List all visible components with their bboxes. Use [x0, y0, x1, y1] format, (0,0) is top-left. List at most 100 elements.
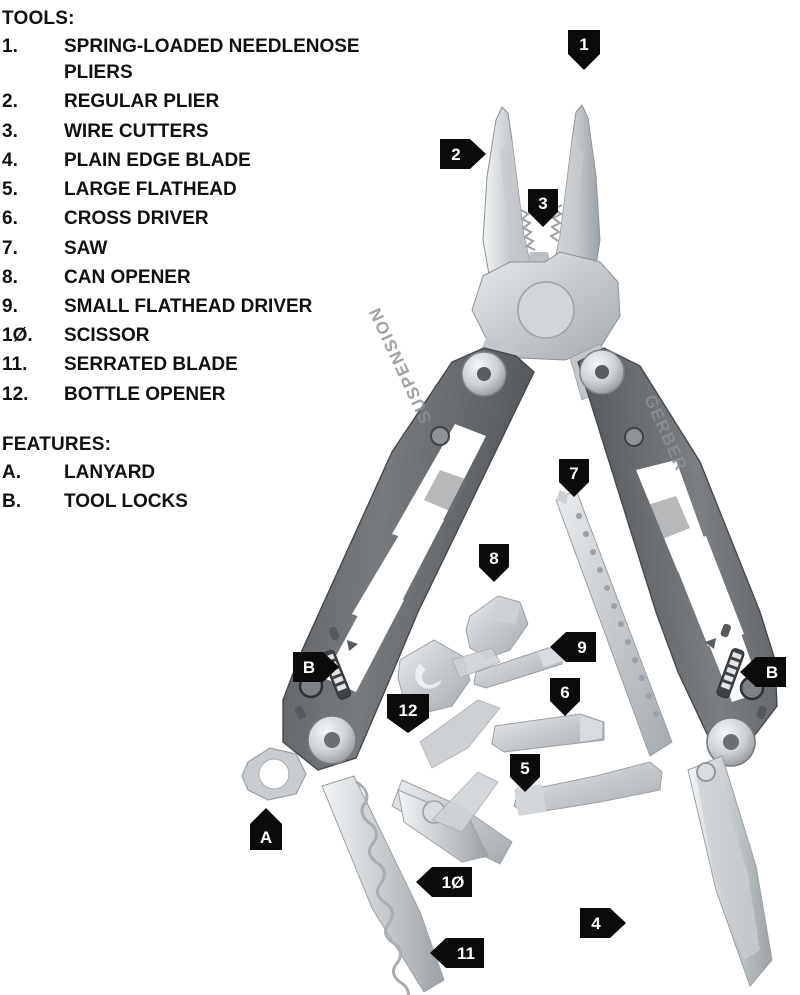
- tool-tangs: [419, 647, 501, 833]
- tool-label: SCISSOR: [64, 325, 150, 347]
- list-item: 1Ø. SCISSOR: [2, 323, 420, 349]
- tool-large-flathead: [513, 761, 663, 816]
- tool-label: PLAIN EDGE BLADE: [64, 149, 251, 171]
- handle-right-screw-top-socket: [595, 365, 609, 379]
- tool-lock-right[interactable]: [716, 647, 745, 699]
- tool-number: 1.: [2, 36, 18, 57]
- callout-8: 8: [479, 544, 509, 582]
- list-item: 7. SAW: [2, 236, 420, 262]
- tool-label: SAW: [64, 237, 108, 259]
- tool-label: SMALL FLATHEAD DRIVER: [64, 295, 313, 317]
- plier-jaw-left-inner: [500, 140, 536, 300]
- tool-label: WIRE CUTTERS: [64, 120, 209, 142]
- list-item: 1. SPRING-LOADED NEEDLENOSE PLIERS: [2, 34, 420, 86]
- handle-right: GERBER: [577, 347, 778, 767]
- tool-label: SPRING-LOADED NEEDLENOSE PLIERS: [64, 36, 360, 84]
- callout-6-label: 6: [560, 683, 569, 702]
- callout-8-label: 8: [489, 549, 498, 568]
- list-item: 11. SERRATED BLADE: [2, 352, 420, 378]
- tools-list: 1. SPRING-LOADED NEEDLENOSE PLIERS 2. RE…: [0, 34, 420, 408]
- callout-5: 5: [510, 754, 540, 792]
- feature-letter: A.: [2, 461, 21, 483]
- callout-12-label: 12: [399, 701, 418, 720]
- tool-saw: [555, 489, 673, 757]
- callout-10-label: 1Ø: [442, 873, 465, 892]
- tool-number: 2.: [2, 91, 18, 113]
- feature-label: TOOL LOCKS: [64, 491, 188, 513]
- handle-left-cutout-3: [324, 586, 404, 692]
- callout-3: 3: [528, 189, 558, 227]
- tools-heading: TOOLS:: [2, 8, 75, 29]
- blade-thumb-stud: [696, 762, 716, 782]
- tool-label: BOTTLE OPENER: [64, 383, 226, 405]
- plier-serration-left: [520, 209, 536, 251]
- tool-number: 1Ø.: [2, 325, 33, 347]
- plier-pivot: [517, 281, 575, 339]
- callout-B-left: B: [293, 652, 339, 682]
- list-item: 12. BOTTLE OPENER: [2, 382, 420, 408]
- handle-left-lock-arrow: [347, 640, 358, 651]
- callout-2: 2: [440, 139, 486, 169]
- handle-right-screw-bottom-socket: [723, 734, 739, 750]
- tool-cross-driver: [491, 713, 605, 753]
- callout-10: 1Ø: [416, 867, 472, 897]
- features-heading: FEATURES:: [2, 433, 112, 455]
- tool-number: 4.: [2, 149, 18, 171]
- callout-B-right-label: B: [766, 663, 778, 682]
- tool-label: CROSS DRIVER: [64, 208, 209, 230]
- tool-can-opener: [465, 595, 529, 659]
- tool-serrated-blade: [321, 775, 445, 995]
- callout-7-label: 7: [569, 464, 578, 483]
- callout-3-label: 3: [538, 194, 547, 213]
- tool-number: 12.: [2, 383, 29, 405]
- feature-label: LANYARD: [64, 461, 156, 483]
- list-item: A. LANYARD: [2, 460, 420, 486]
- handle-left-screw-bottom-socket: [324, 732, 340, 748]
- tool-number: 6.: [2, 208, 18, 230]
- handle-left-screw-top-socket: [477, 367, 491, 381]
- list-item: 3. WIRE CUTTERS: [2, 119, 420, 145]
- callout-2-label: 2: [451, 145, 460, 164]
- model-name-text: SUSPENSION: [365, 304, 436, 427]
- handle-left-screw-small: [430, 426, 450, 446]
- tool-number: 9.: [2, 295, 18, 317]
- list-item: 4. PLAIN EDGE BLADE: [2, 148, 420, 174]
- list-item: 5. LARGE FLATHEAD: [2, 177, 420, 203]
- legend-panel: TOOLS: 1. SPRING-LOADED NEEDLENOSE PLIER…: [0, 0, 420, 518]
- lanyard-ring: [241, 747, 307, 801]
- list-item: 6. CROSS DRIVER: [2, 206, 420, 232]
- callout-6: 6: [550, 678, 580, 716]
- callout-4-label: 4: [591, 914, 601, 933]
- list-item: 2. REGULAR PLIER: [2, 89, 420, 115]
- features-list: A. LANYARD B. TOOL LOCKS: [0, 460, 420, 515]
- list-item: B. TOOL LOCKS: [2, 489, 420, 515]
- callout-1: 1: [568, 30, 600, 70]
- callout-B-right: B: [740, 657, 786, 687]
- callout-A-label: A: [260, 828, 272, 847]
- serrated-edge: [355, 780, 410, 995]
- tool-label: REGULAR PLIER: [64, 91, 220, 113]
- feature-letter: B.: [2, 491, 21, 513]
- list-item: 8. CAN OPENER: [2, 265, 420, 291]
- tool-number: 7.: [2, 237, 18, 259]
- callout-4: 4: [580, 908, 626, 938]
- tool-label: LARGE FLATHEAD: [64, 179, 237, 201]
- callout-11-label: 11: [457, 944, 475, 963]
- tool-label: CAN OPENER: [64, 266, 191, 288]
- callout-B-left-label: B: [303, 658, 315, 677]
- handle-right-detent-a: [720, 623, 731, 638]
- tool-number: 3.: [2, 120, 18, 142]
- handle-right-detent-b: [756, 705, 767, 720]
- tool-plain-edge-blade: [687, 755, 773, 987]
- callout-1-label: 1: [579, 35, 588, 54]
- handle-right-rib: [644, 496, 690, 540]
- callout-12: 12: [387, 694, 429, 733]
- tool-number: 11.: [2, 354, 28, 376]
- tool-number: 8.: [2, 266, 18, 288]
- handle-right-lock-arrow: [705, 638, 716, 649]
- handle-left-detent-a: [328, 626, 340, 641]
- handle-right-screw-small: [624, 427, 644, 447]
- handle-left-rib: [424, 470, 468, 512]
- callout-5-label: 5: [520, 759, 529, 778]
